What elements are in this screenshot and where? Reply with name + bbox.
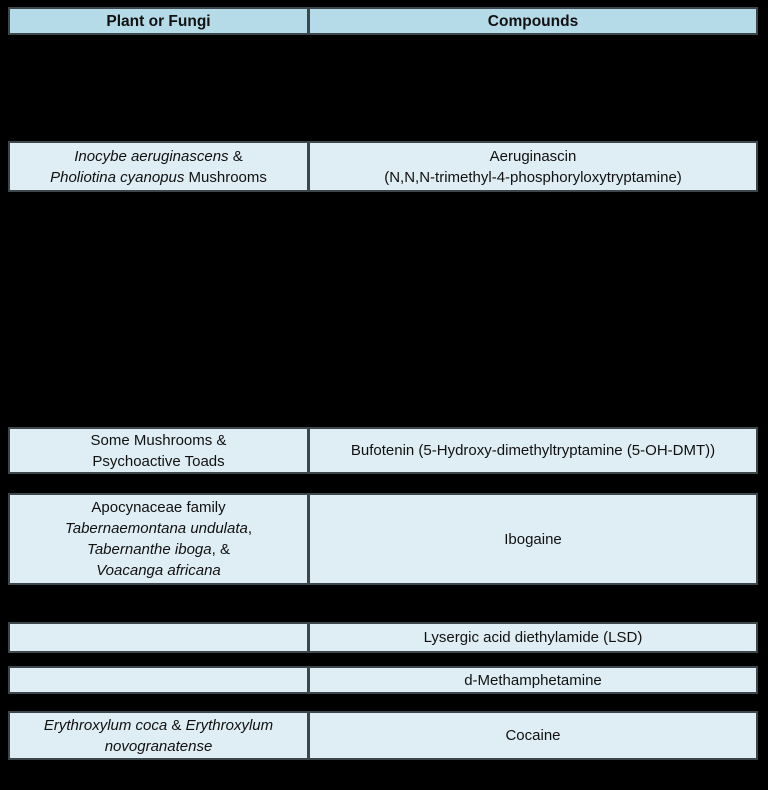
text-line: Inocybe aeruginascens & [74, 147, 243, 165]
text-line: (N,N,N-trimethyl-4-phosphoryloxytryptami… [384, 168, 682, 186]
compound-cell-aeruginascin: Aeruginascin (N,N,N-trimethyl-4-phosphory… [310, 143, 756, 190]
table-header-row: Plant or Fungi Compounds [8, 7, 758, 35]
header-plant-or-fungi: Plant or Fungi [10, 9, 310, 33]
table-row-cocaine: Erythroxylum coca & Erythroxylum novogran… [8, 711, 758, 760]
text-line: Pholiotina cyanopus Mushrooms [50, 168, 267, 186]
plant-cell-aeruginascin: Inocybe aeruginascens & Pholiotina cyanop… [10, 143, 310, 190]
plant-cell-methamphetamine-empty [10, 668, 310, 692]
table-row-aeruginascin: Inocybe aeruginascens & Pholiotina cyanop… [8, 141, 758, 192]
table-row-lsd: Lysergic acid diethylamide (LSD) [8, 622, 758, 653]
text-line: d-Methamphetamine [464, 671, 602, 689]
text-line: Psychoactive Toads [92, 452, 225, 470]
text-line: Apocynaceae family [91, 499, 226, 516]
text-line: Tabernanthe iboga, & [87, 541, 230, 558]
compound-cell-methamphetamine: d-Methamphetamine [310, 668, 756, 692]
text-line: novogranatense [104, 737, 213, 755]
text-line: Bufotenin (5-Hydroxy-dimethyltryptamine … [350, 442, 716, 459]
table-row-bufotenin: Some Mushrooms & Psychoactive Toads Bufot… [8, 427, 758, 474]
compound-cell-bufotenin: Bufotenin (5-Hydroxy-dimethyltryptamine … [310, 429, 756, 472]
text-line: Cocaine [505, 727, 561, 744]
text-line: Tabernaemontana undulata, [64, 520, 253, 537]
header-compounds: Compounds [487, 12, 579, 30]
text-line: Some Mushrooms & [90, 431, 227, 449]
plant-cell-lsd-empty [10, 624, 310, 651]
table-row-methamphetamine: d-Methamphetamine [8, 666, 758, 694]
plant-cell-bufotenin: Some Mushrooms & Psychoactive Toads [10, 429, 310, 472]
compound-cell-ibogaine: Ibogaine [310, 495, 756, 583]
compound-cell-lsd: Lysergic acid diethylamide (LSD) [310, 624, 756, 651]
text-line: Voacanga africana [96, 562, 221, 579]
compound-cell-cocaine: Cocaine [310, 713, 756, 758]
plant-cell-cocaine: Erythroxylum coca & Erythroxylum novogran… [10, 713, 310, 758]
text-line: Erythroxylum coca & Erythroxylum [43, 716, 274, 734]
text-line: Lysergic acid diethylamide (LSD) [423, 629, 643, 646]
text-line: Aeruginascin [489, 147, 577, 165]
text-line: Ibogaine [504, 530, 562, 548]
